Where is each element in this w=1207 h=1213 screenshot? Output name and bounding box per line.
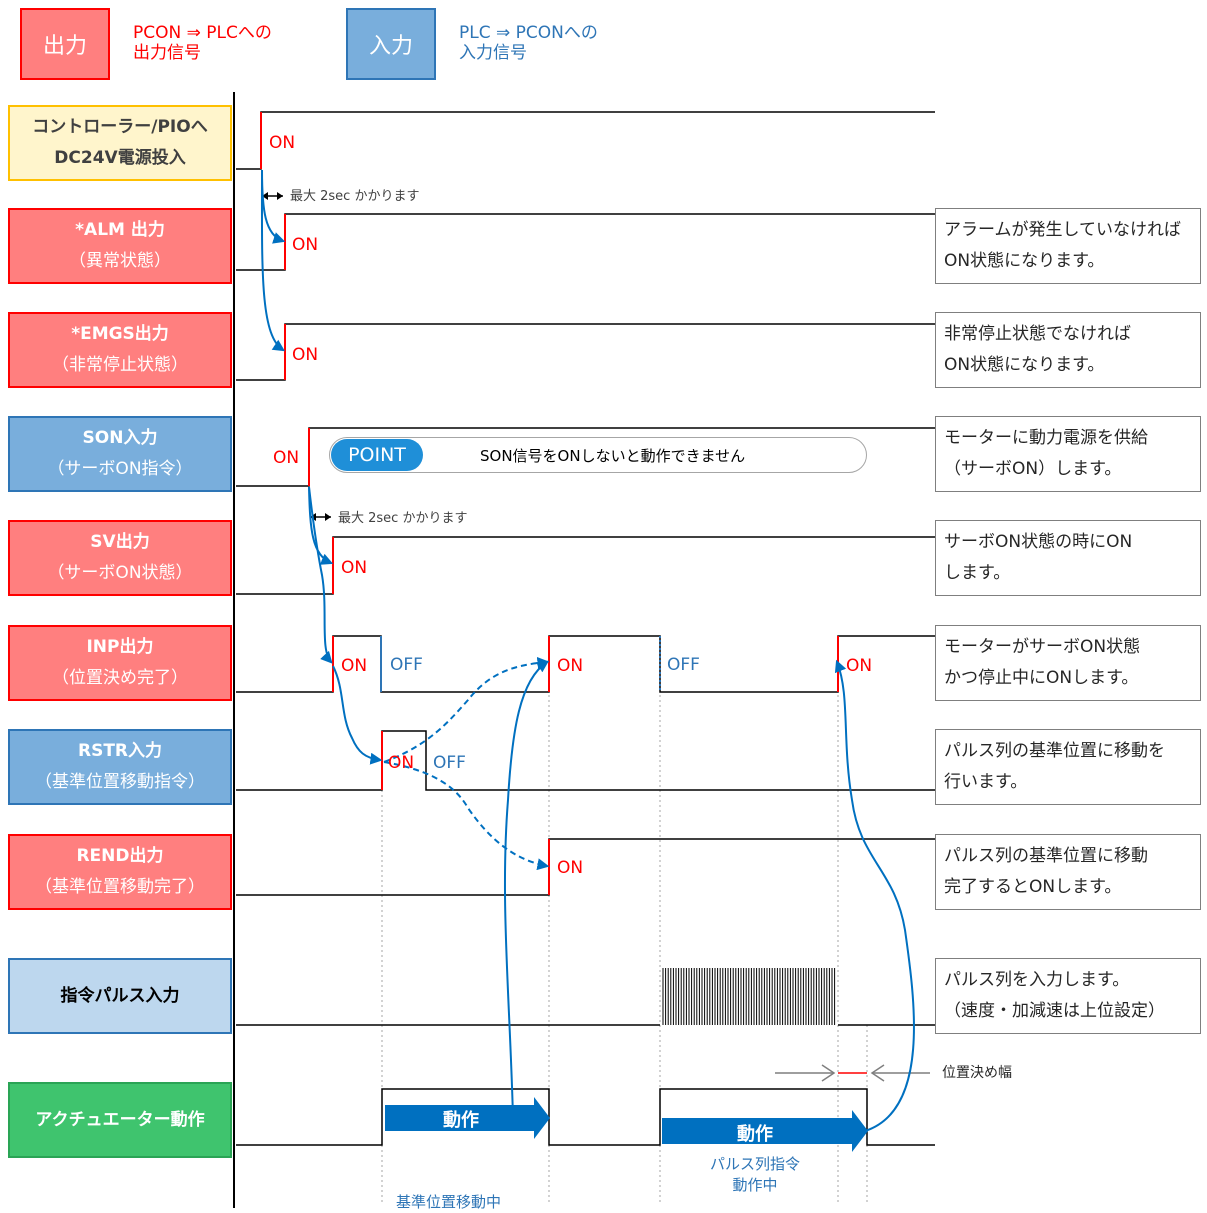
signal-son-label: SON入力 （サーボON指令） — [8, 416, 232, 492]
note-alm: アラームが発生していなければ ON状態になります。 — [935, 208, 1201, 284]
point-tag: POINT — [331, 439, 423, 471]
signal-inp-label: INP出力 （位置決め完了） — [8, 625, 232, 701]
pulse-train — [662, 968, 836, 1025]
signal-title: 指令パルス入力 — [60, 985, 180, 1006]
signal-title: INP出力 — [86, 637, 154, 657]
signal-power-label: コントローラー/PIOへ DC24V電源投入 — [8, 105, 232, 181]
signal-title: SV出力 — [90, 532, 150, 552]
note-rend: パルス列の基準位置に移動 完了するとONします。 — [935, 834, 1201, 910]
max-2sec-label-2: 最大 2sec かかります — [338, 511, 468, 526]
signal-emgs-label: *EMGS出力 （非常停止状態） — [8, 312, 232, 388]
signal-subtitle: （異常状態） — [69, 251, 171, 271]
off-label-rstr: OFF — [433, 753, 466, 773]
signal-title: SON入力 — [82, 428, 158, 448]
note-son: モーターに動力電源を供給 （サーボON）します。 — [935, 416, 1201, 492]
signal-subtitle: （基準位置移動完了） — [35, 877, 205, 897]
wave-rstr — [236, 730, 935, 791]
dashed-arrows — [383, 656, 550, 871]
on-label-rstr: ON — [388, 753, 415, 773]
on-label-emgs: ON — [292, 345, 319, 365]
on-label-son: ON — [273, 448, 300, 468]
signal-subtitle: （基準位置移動指令） — [35, 772, 205, 792]
signal-title: *ALM 出力 — [75, 220, 165, 240]
legend-input-box: 入力 — [346, 8, 436, 80]
note-inp: モーターがサーボON状態 かつ停止中にONします。 — [935, 625, 1201, 701]
on-label-inp-3: ON — [846, 656, 873, 676]
action-label-1: 動作 — [443, 1110, 479, 1131]
signal-actuator-label: アクチュエーター動作 — [8, 1082, 232, 1158]
wave-alm — [236, 213, 935, 271]
on-label-inp-1: ON — [341, 656, 368, 676]
positioning-width-indicator — [775, 1064, 930, 1082]
wave-emgs — [236, 323, 935, 381]
ref-move-label: 基準位置移動中 — [396, 1193, 502, 1211]
point-text: SON信号をONしないと動作できません — [480, 447, 746, 465]
on-label-inp-2: ON — [557, 656, 584, 676]
wave-rend — [236, 838, 935, 896]
note-rstr: パルス列の基準位置に移動を 行います。 — [935, 729, 1201, 805]
note-emgs: 非常停止状態でなければ ON状態になります。 — [935, 312, 1201, 388]
note-sv: サーボON状態の時にON します。 — [935, 520, 1201, 596]
action-label-2: 動作 — [737, 1124, 773, 1145]
signal-title: アクチュエーター動作 — [35, 1109, 205, 1130]
on-label-sv: ON — [341, 558, 368, 578]
max-2sec-arrow-1 — [262, 192, 283, 200]
off-label-inp-2: OFF — [667, 655, 700, 675]
off-label-inp-1: OFF — [390, 655, 423, 675]
signal-title: RSTR入力 — [77, 741, 163, 761]
signal-title: *EMGS出力 — [71, 324, 169, 344]
signal-pulse-label: 指令パルス入力 — [8, 958, 232, 1034]
signal-title: コントローラー/PIOへ — [32, 117, 208, 137]
positioning-width-label: 位置決め幅 — [942, 1065, 1012, 1081]
wave-actuator — [236, 1088, 935, 1152]
max-2sec-label-1: 最大 2sec かかります — [290, 189, 420, 204]
causal-arrows — [260, 169, 915, 1132]
signal-subtitle: （非常停止状態） — [52, 355, 188, 375]
legend-output-text: PCON ⇒ PLCへの 出力信号 — [133, 23, 272, 63]
wave-sv — [236, 536, 935, 595]
legend-input-text: PLC ⇒ PCONへの 入力信号 — [459, 23, 598, 63]
on-label-alm: ON — [292, 235, 319, 255]
wave-pulse — [236, 968, 935, 1026]
signal-subtitle: DC24V電源投入 — [54, 148, 186, 168]
signal-subtitle: （位置決め完了） — [52, 668, 188, 688]
wave-son — [236, 427, 935, 487]
signal-rend-label: REND出力 （基準位置移動完了） — [8, 834, 232, 910]
legend-output-box: 出力 — [20, 8, 110, 80]
signal-subtitle: （サーボON指令） — [47, 459, 193, 479]
pulse-cmd-label: パルス列指令 動作中 — [709, 1155, 800, 1194]
action-arrow-1 — [385, 1097, 550, 1139]
note-pulse: パルス列を入力します。 （速度・加減速は上位設定） — [935, 958, 1201, 1034]
signal-subtitle: （サーボON状態） — [47, 563, 193, 583]
signal-title: REND出力 — [76, 846, 164, 866]
on-label-power: ON — [269, 133, 296, 153]
signal-sv-label: SV出力 （サーボON状態） — [8, 520, 232, 596]
action-arrow-2 — [662, 1110, 868, 1152]
signal-alm-label: *ALM 出力 （異常状態） — [8, 208, 232, 284]
wave-power — [236, 111, 935, 170]
on-label-rend: ON — [557, 858, 584, 878]
signal-rstr-label: RSTR入力 （基準位置移動指令） — [8, 729, 232, 805]
